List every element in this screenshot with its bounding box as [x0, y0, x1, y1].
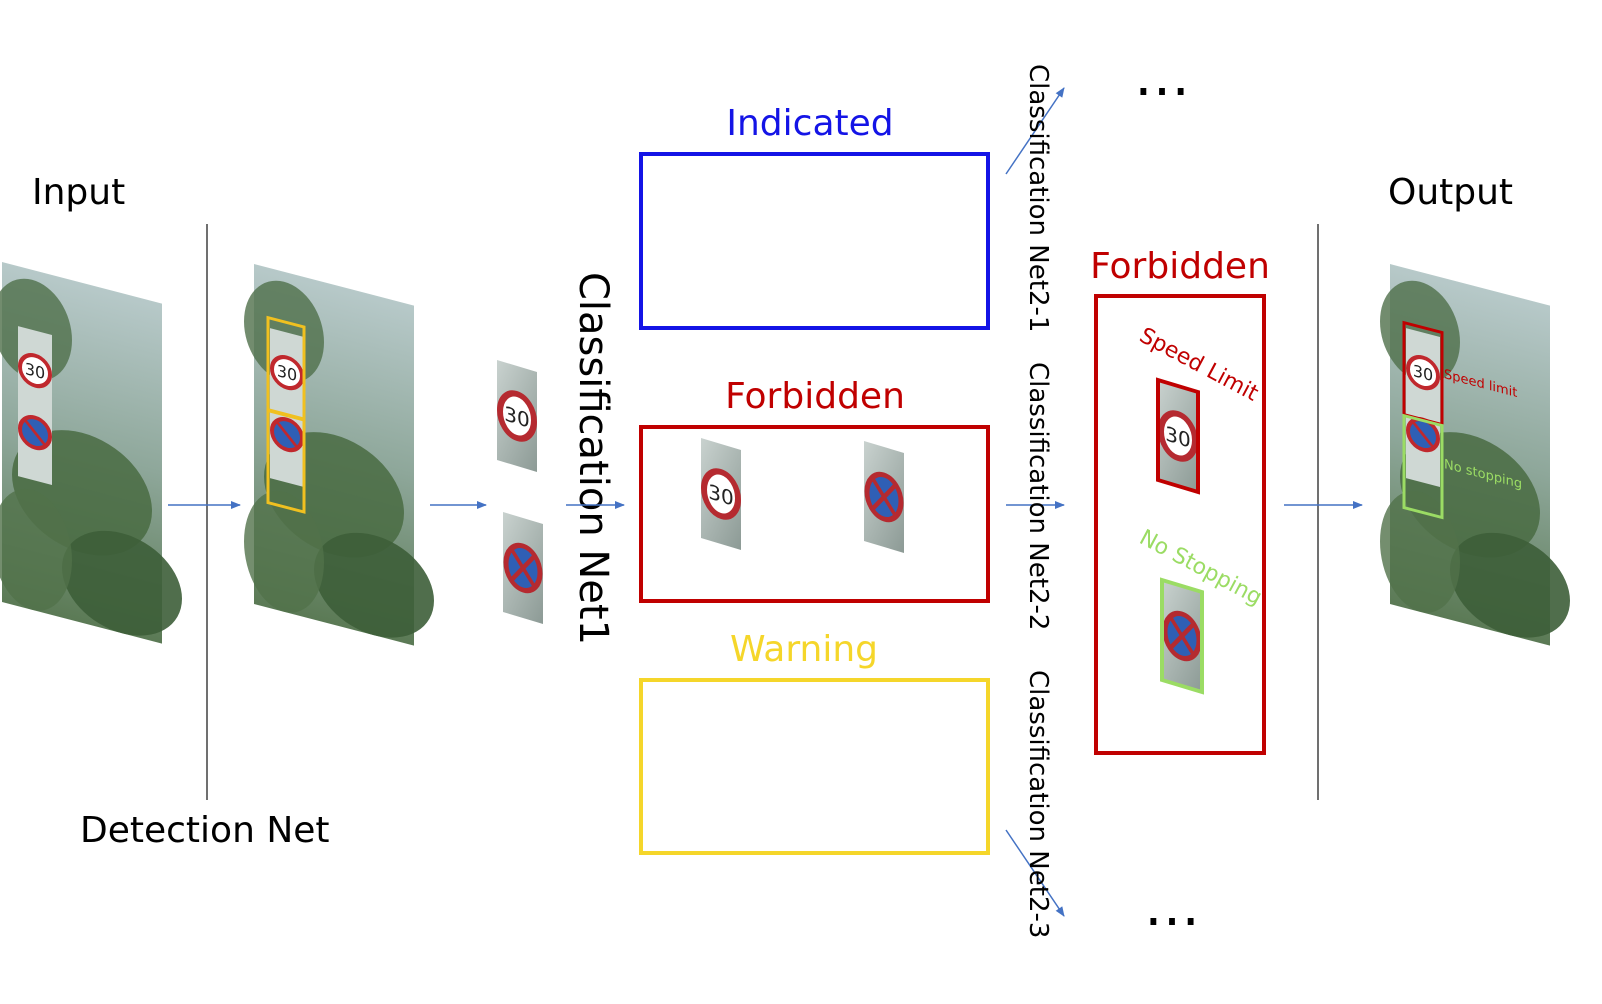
- classification-net2-1-label: Classification Net2-1: [1023, 64, 1053, 332]
- forbidden-sign-nostop: [864, 441, 904, 553]
- classification-net2-3-label: Classification Net2-3: [1023, 670, 1053, 938]
- result-sign-nostop: [1162, 580, 1202, 692]
- output-box-nostop: [1402, 413, 1444, 520]
- output-image: Speed limit No stopping: [1380, 261, 1570, 650]
- result-forbidden-title: Forbidden: [1090, 246, 1270, 287]
- forbidden-sign-speed: [701, 438, 741, 550]
- ellipsis-bottom: …: [1144, 874, 1200, 939]
- classification-net2-2-label: Classification Net2-2: [1023, 362, 1053, 630]
- arrow-net2-3: [1005, 829, 1065, 917]
- forbidden-title: Forbidden: [725, 376, 905, 417]
- detection-net-label: Detection Net: [80, 810, 330, 851]
- crop-speed-limit: [497, 360, 537, 472]
- input-label: Input: [32, 172, 125, 213]
- indicated-box: [639, 152, 990, 330]
- crop-no-stopping: [503, 512, 543, 624]
- result-forbidden-box: [1094, 294, 1266, 755]
- indicated-title: Indicated: [726, 103, 893, 144]
- output-label: Output: [1388, 172, 1513, 213]
- arrow-net2-1: [1005, 87, 1065, 175]
- result-sign-speed: [1158, 380, 1198, 492]
- input-image: [0, 259, 182, 648]
- warning-box: [639, 678, 990, 855]
- detection-image: [244, 261, 434, 650]
- warning-title: Warning: [730, 629, 878, 670]
- ellipsis-top: …: [1134, 44, 1190, 109]
- detection-box-nostop: [266, 408, 306, 514]
- forbidden-box: [639, 425, 990, 603]
- classification-net1-label: Classification Net1: [570, 272, 616, 645]
